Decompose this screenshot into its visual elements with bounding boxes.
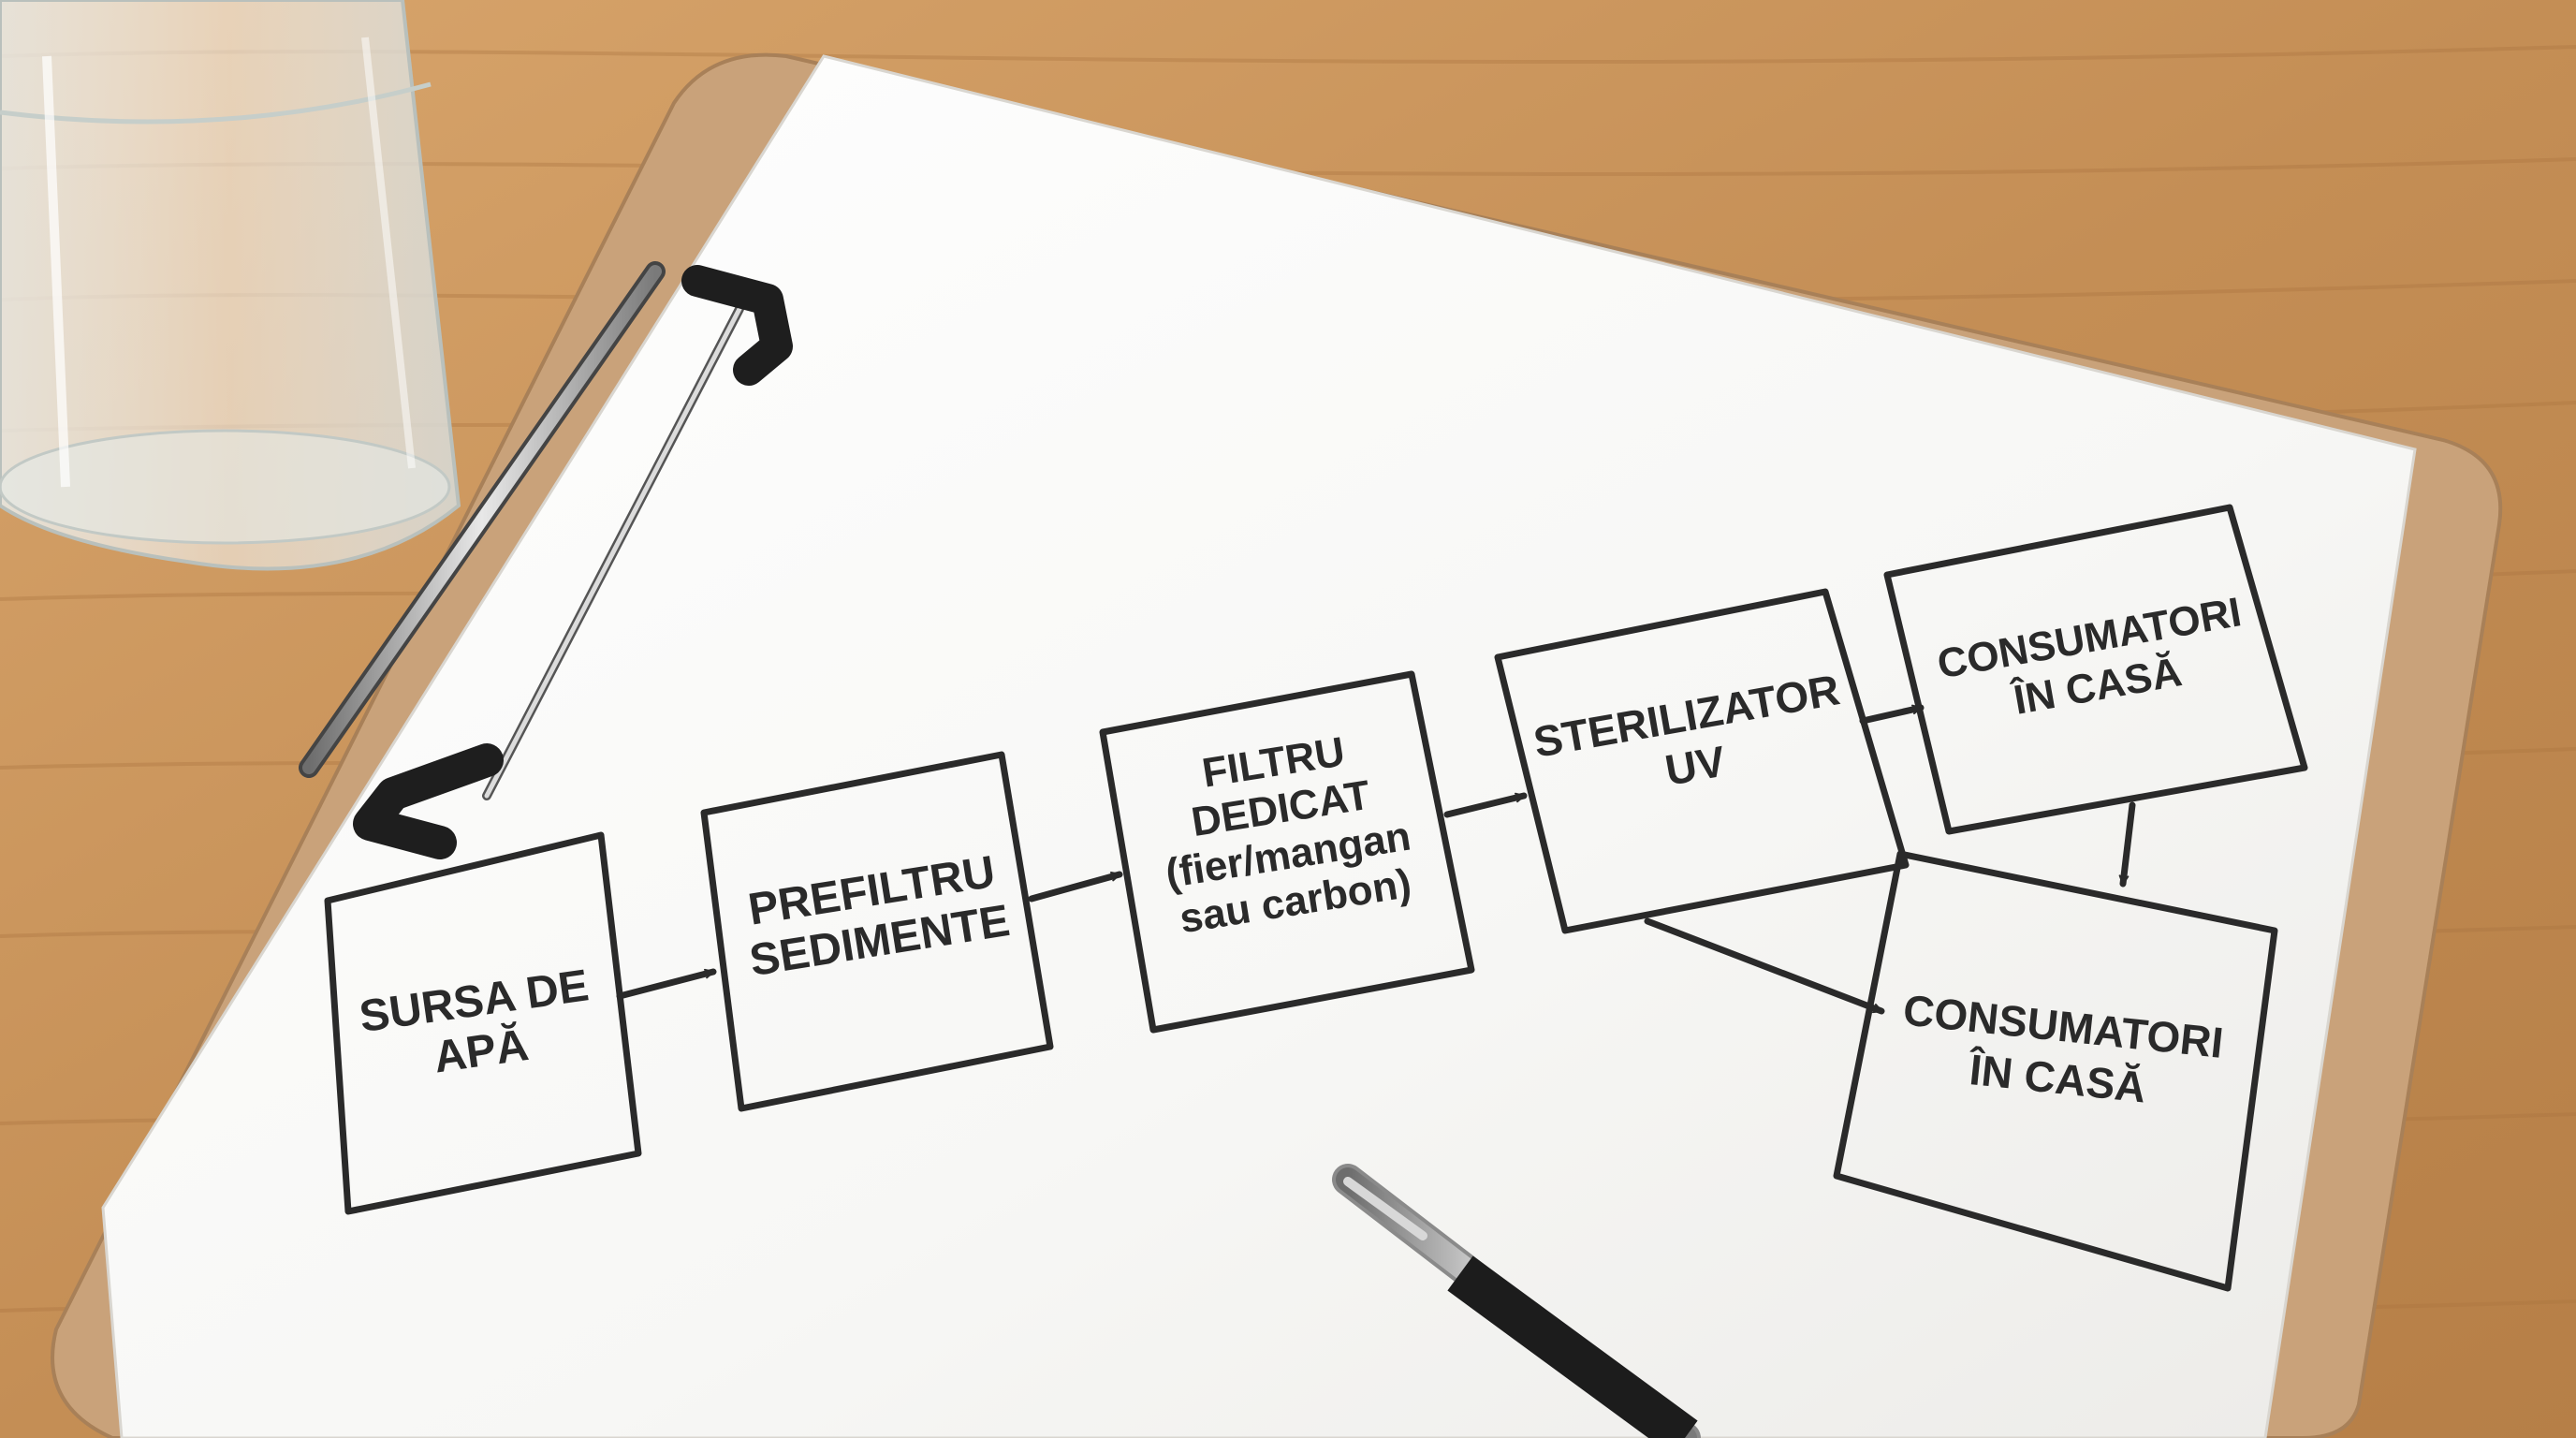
node-box-prefilter: [700, 751, 1054, 1112]
edge-source-prefilter: [616, 968, 717, 1000]
edge-dedicated-filter-uv: [1443, 792, 1528, 818]
clipboard-clip: [299, 261, 793, 859]
node-box-source: [324, 831, 642, 1215]
edge-prefilter-dedicated-filter: [1028, 871, 1123, 902]
node-label-dedicated-filter: FILTRU DEDICAT (fier/mangan sau carbon): [1163, 728, 1414, 942]
node-box-consumers-lower: [1833, 850, 2278, 1292]
edge-uv-consumers-lower: [1644, 917, 1885, 1015]
edge-uv-consumers-upper: [1859, 704, 1925, 725]
node-label-line: UV: [1661, 737, 1729, 795]
flowchart: [324, 504, 2308, 1292]
water-glass: [0, 0, 461, 571]
paper-sheet: [101, 54, 2417, 1438]
node-box-uv: [1494, 588, 1910, 934]
pen: [1332, 1164, 1701, 1438]
edge-consumers-upper-lower: [2118, 801, 2136, 888]
node-box-consumers-upper: [1883, 504, 2308, 835]
node-box-dedicated-filter: [1099, 670, 1475, 1034]
